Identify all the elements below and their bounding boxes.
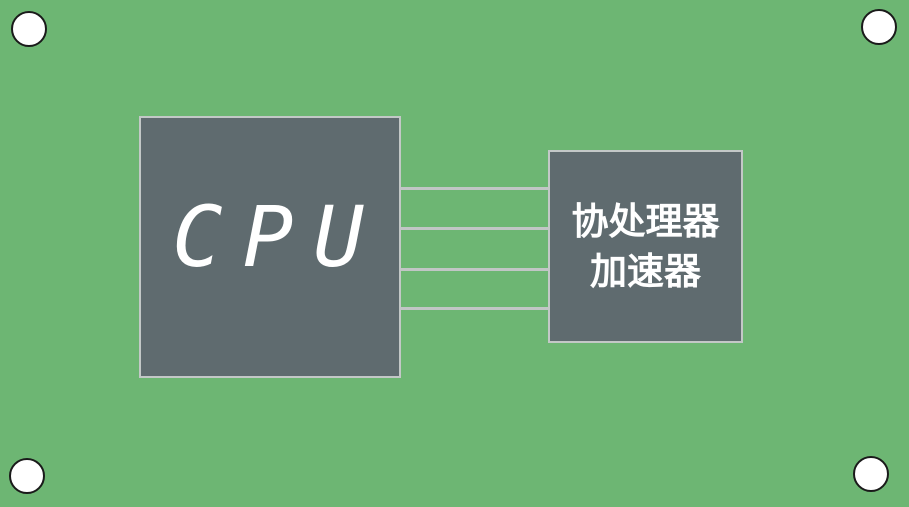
coprocessor-label-line2: 加速器 bbox=[590, 249, 701, 293]
mounting-hole-bottom-left bbox=[9, 458, 45, 494]
mounting-hole-bottom-right bbox=[853, 456, 889, 492]
mounting-hole-top-right bbox=[861, 9, 897, 45]
bus-trace bbox=[401, 307, 548, 310]
coprocessor-chip: 协处理器 加速器 bbox=[548, 150, 743, 343]
bus-trace bbox=[401, 268, 548, 271]
cpu-label: CPU bbox=[172, 188, 384, 286]
cpu-chip: CPU bbox=[139, 116, 401, 378]
bus-trace bbox=[401, 227, 548, 230]
bus-trace bbox=[401, 187, 548, 190]
coprocessor-label-line1: 协处理器 bbox=[571, 199, 720, 243]
mounting-hole-top-left bbox=[11, 11, 47, 47]
